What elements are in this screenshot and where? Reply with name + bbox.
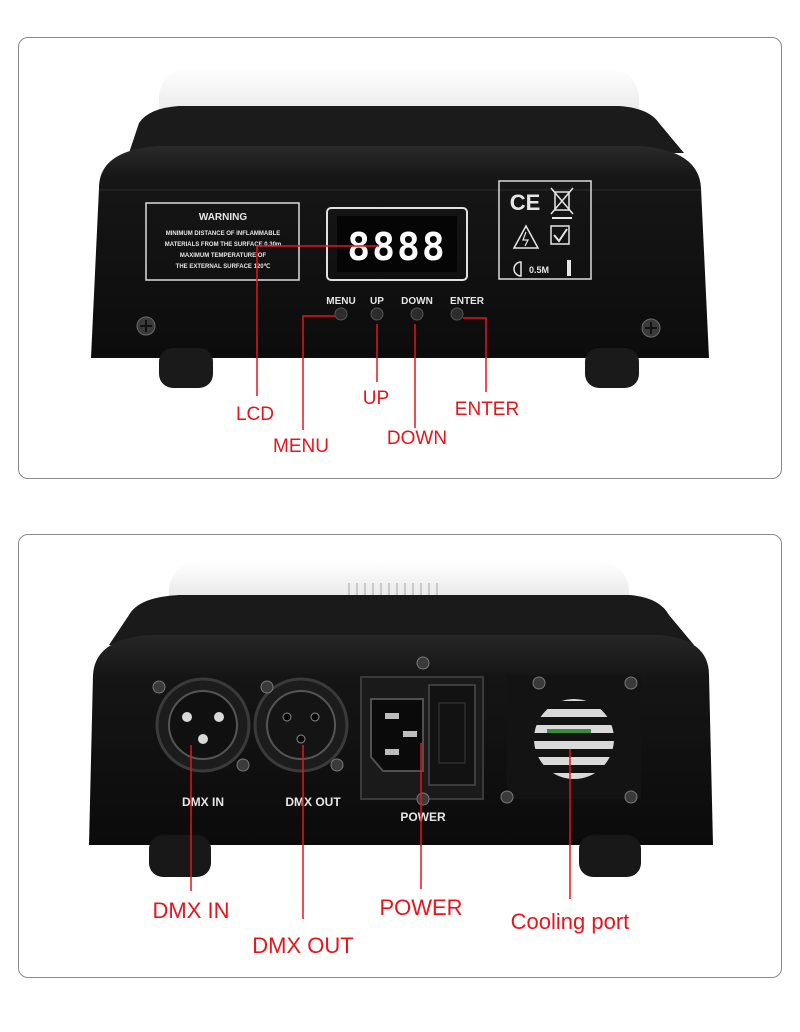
- power-port-label: POWER: [400, 810, 446, 824]
- fixture-foot-right: [579, 835, 641, 877]
- warning-line: MATERIALS FROM THE SURFACE 0.30m: [165, 242, 282, 248]
- enter-button-label: ENTER: [450, 296, 485, 307]
- dmx-in-connector[interactable]: [152, 677, 251, 773]
- certification-label: CE 0.5M: [498, 180, 592, 280]
- up-callout: UP: [363, 388, 389, 409]
- callout-lines: [256, 245, 487, 430]
- lcd-callout: LCD: [236, 404, 274, 425]
- callout-lines: [190, 743, 571, 919]
- dmx-out-port-label: DMX OUT: [285, 795, 341, 809]
- warning-line: MINIMUM DISTANCE OF INFLAMMABLE: [166, 231, 281, 237]
- rohs-check-icon: [550, 225, 570, 245]
- enter-callout: ENTER: [455, 399, 519, 420]
- cooling-fan-vent: [500, 675, 641, 804]
- warning-line: MAXIMUM TEMPERATURE OF: [180, 253, 267, 259]
- cooling-port-callout: Cooling port: [511, 909, 630, 934]
- control-panel-photo: WARNING MINIMUM DISTANCE OF INFLAMMABLE …: [18, 37, 782, 479]
- fixture-foot-left: [159, 348, 213, 388]
- weee-bin-icon: [550, 187, 574, 219]
- down-button[interactable]: [410, 307, 424, 321]
- screw-left: [136, 316, 156, 336]
- power-inlet[interactable]: [360, 656, 484, 806]
- menu-button-label: MENU: [326, 296, 355, 307]
- fixture-foot-right: [585, 348, 639, 388]
- warning-label: WARNING MINIMUM DISTANCE OF INFLAMMABLE …: [145, 202, 300, 281]
- warning-line: THE EXTERNAL SURFACE 120℃: [176, 263, 271, 270]
- down-callout: DOWN: [387, 428, 447, 449]
- dmx-out-connector[interactable]: [253, 677, 349, 773]
- up-button-label: UP: [370, 296, 384, 307]
- fixture-foot-left: [149, 835, 211, 877]
- warning-title: WARNING: [199, 212, 248, 223]
- min-distance-label: 0.5M: [529, 265, 549, 275]
- lcd-digits: 8888: [347, 225, 447, 269]
- ce-mark: CE: [510, 190, 541, 215]
- up-button[interactable]: [370, 307, 384, 321]
- connector-panel-photo: DMX IN DMX OUT POWER: [18, 534, 782, 978]
- dmx-in-callout: DMX IN: [153, 898, 230, 923]
- screw-right: [641, 318, 661, 338]
- down-button-label: DOWN: [401, 296, 433, 307]
- menu-callout: MENU: [273, 436, 329, 457]
- lcd-display: 8888: [326, 207, 468, 281]
- dmx-in-port-label: DMX IN: [182, 795, 224, 809]
- enter-button[interactable]: [450, 307, 464, 321]
- power-callout: POWER: [379, 895, 462, 920]
- menu-button[interactable]: [334, 307, 348, 321]
- dmx-out-callout: DMX OUT: [252, 933, 353, 958]
- distance-icon: [513, 261, 522, 277]
- electric-hazard-icon: [512, 224, 540, 249]
